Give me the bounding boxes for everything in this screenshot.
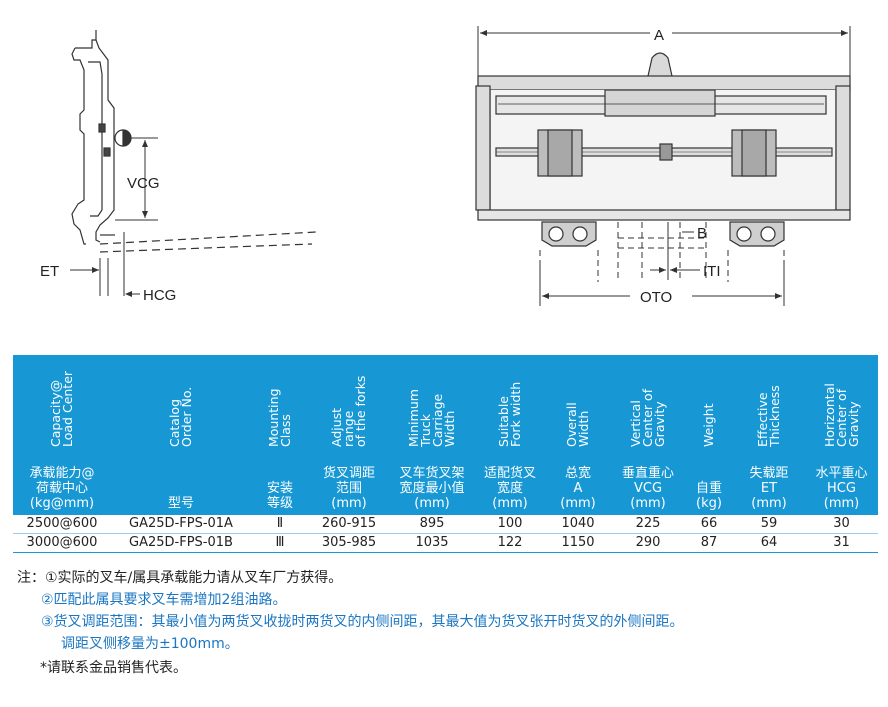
front-view-drawing (475, 26, 851, 306)
notes-section: 注：①实际的叉车/属具承载能力请从叉车厂方获得。 ②匹配此属具要求叉车需增加2组… (17, 567, 684, 655)
a-label: A (654, 27, 664, 44)
b-label: B (697, 225, 707, 242)
note-3: ③货叉调距范围：其最小值为两货叉收拢时两货叉的内侧间距，其最大值为货叉张开时货叉… (41, 614, 684, 630)
oto-label: OTO (640, 289, 672, 306)
cell-fork-width: 122 (475, 533, 545, 553)
cell-weight: 87 (685, 533, 733, 553)
cell-overall-width: 1040 (545, 515, 611, 534)
cell-order-no: GA25D-FPS-01B (111, 533, 251, 553)
note-3-continued: 调距叉侧移量为±100mm。 (61, 636, 239, 652)
cell-weight: 66 (685, 515, 733, 534)
cell-range: 260-915 (309, 515, 389, 534)
cell-capacity: 3000@600 (13, 533, 111, 553)
table-row: 2500@600 GA25D-FPS-01A Ⅱ 260-915 895 100… (13, 515, 878, 534)
cell-hcg: 31 (805, 533, 878, 553)
contact-note: *请联系金品销售代表。 (40, 660, 187, 676)
cell-class: Ⅲ (251, 533, 309, 553)
cell-capacity: 2500@600 (13, 515, 111, 534)
note-1-text: ①实际的叉车/属具承载能力请从叉车厂方获得。 (45, 570, 343, 586)
cell-min-width: 895 (389, 515, 475, 534)
note-2: ②匹配此属具要求叉车需增加2组油路。 (41, 592, 287, 608)
iti-label: ITI (703, 263, 721, 280)
side-view-drawing (70, 30, 317, 297)
technical-drawings: VCG ET HCG (40, 26, 851, 306)
hcg-label: HCG (143, 287, 176, 304)
cell-range: 305-985 (309, 533, 389, 553)
note-prefix: 注： (17, 570, 45, 586)
cell-class: Ⅱ (251, 515, 309, 534)
cell-order-no: GA25D-FPS-01A (111, 515, 251, 534)
cell-fork-width: 100 (475, 515, 545, 534)
note-1: 注：①实际的叉车/属具承载能力请从叉车厂方获得。 (17, 567, 684, 589)
et-label: ET (40, 263, 59, 280)
cell-et: 64 (733, 533, 805, 553)
cell-min-width: 1035 (389, 533, 475, 553)
cell-overall-width: 1150 (545, 533, 611, 553)
header-order-no: Catalog Order No.型号 (111, 355, 251, 515)
cell-et: 59 (733, 515, 805, 534)
table-row: 3000@600 GA25D-FPS-01B Ⅲ 305-985 1035 12… (13, 533, 878, 553)
cell-vcg: 290 (611, 533, 685, 553)
cell-vcg: 225 (611, 515, 685, 534)
vcg-label: VCG (127, 175, 160, 192)
cell-hcg: 30 (805, 515, 878, 534)
